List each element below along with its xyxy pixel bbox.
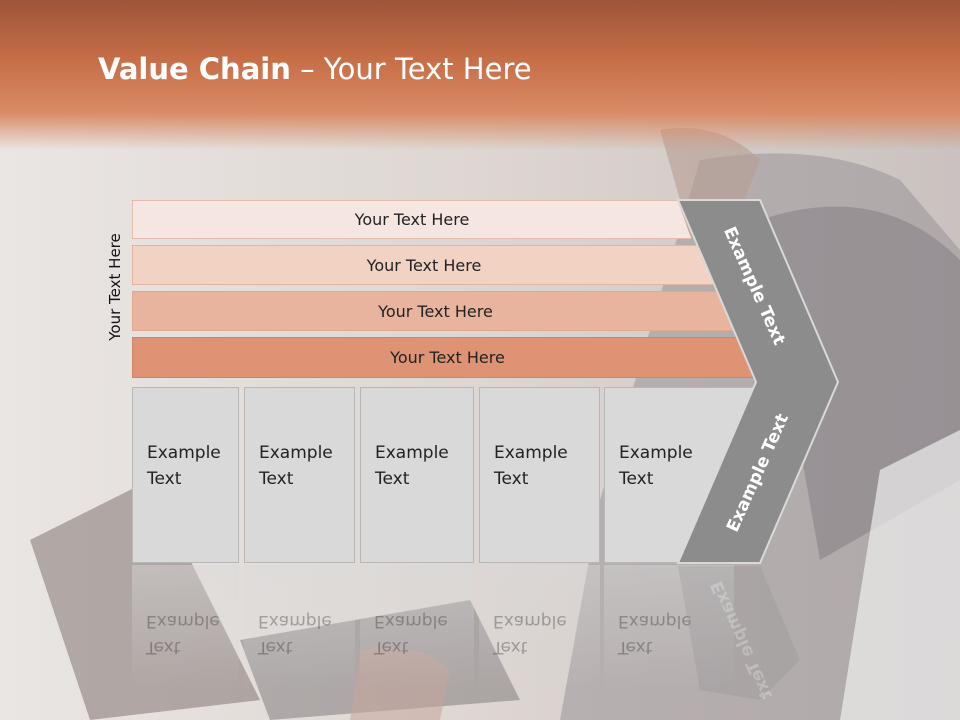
title-bold: Value Chain <box>98 52 291 86</box>
box-3-line2: Text <box>375 469 410 489</box>
box-3-line1: Example <box>375 443 449 463</box>
box-2-line2: Text <box>259 469 294 489</box>
box-5-line1: Example <box>619 443 693 463</box>
bar-2: Your Text Here <box>132 245 716 285</box>
bar-4-label: Your Text Here <box>390 348 505 367</box>
title-rest: – Your Text Here <box>290 52 532 86</box>
bar-2-label: Your Text Here <box>366 255 482 275</box>
chevron-arrow-reflection <box>678 566 800 700</box>
box-2-line1: Example <box>259 443 333 463</box>
bar-1: Your Text Here <box>132 200 692 239</box>
box-1-line2: Text <box>147 469 182 489</box>
chevron-arrow-shape <box>676 199 840 564</box>
box-4-line1: Example <box>494 443 568 463</box>
page-title: Value Chain – Your Text Here <box>98 52 532 86</box>
box-4-line2: Text <box>494 469 529 489</box>
example-box-4: Example Text <box>479 387 600 563</box>
box-1-line1: Example <box>147 443 221 463</box>
header-band <box>0 0 960 150</box>
bar-3-label: Your Text Here <box>378 301 493 321</box>
bar-4: Your Text Here <box>132 337 763 378</box>
example-box-2: Example Text <box>244 387 355 563</box>
example-box-3: Example Text <box>360 387 474 563</box>
box-5-line2: Text <box>619 469 654 489</box>
bar-1-label: Your Text Here <box>354 210 470 229</box>
bar-3: Your Text Here <box>132 291 739 331</box>
example-box-1: Example Text <box>132 387 239 563</box>
